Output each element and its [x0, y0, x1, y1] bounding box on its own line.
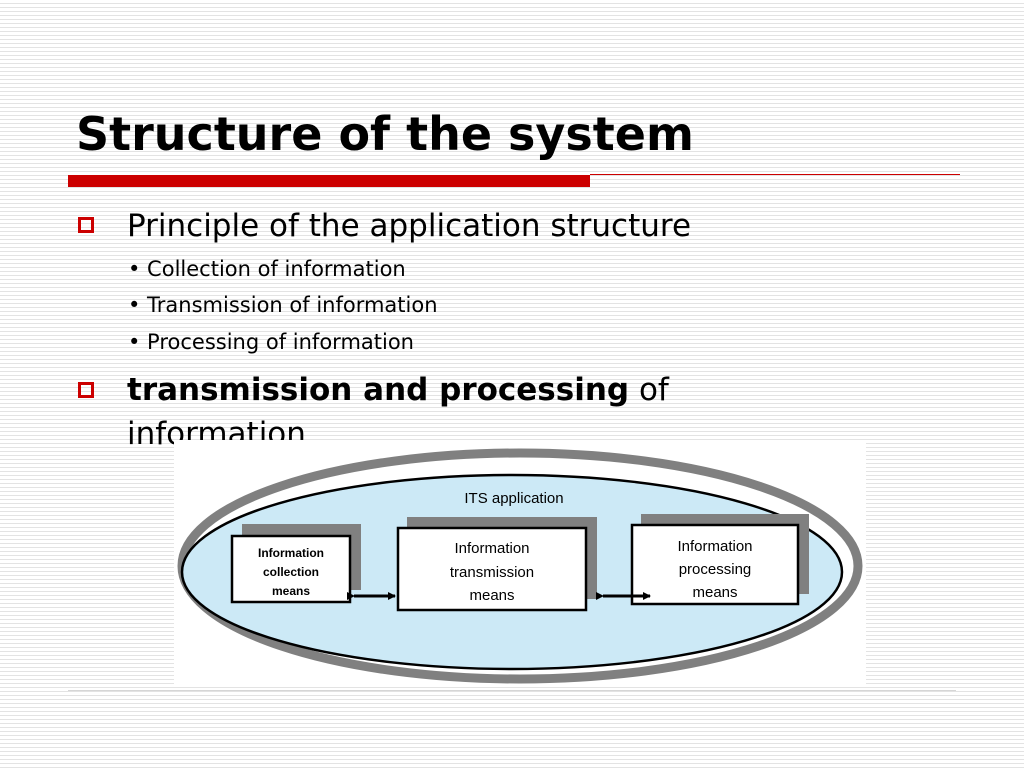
bullet-principle: Principle of the application structure [127, 208, 692, 244]
ellipse-title: ITS application [464, 490, 563, 507]
transmission-box-line1: Information [454, 540, 529, 557]
collection-means-box [230, 534, 352, 604]
bullet-transmission-processing: transmission and processing of [127, 370, 669, 410]
processing-box-line1: Information [677, 538, 752, 555]
bullet-text-after: of [629, 372, 669, 408]
collection-box-line3: means [272, 584, 310, 598]
square-bullet-icon [78, 382, 94, 398]
bullet-bold-part: transmission and processing [127, 372, 630, 408]
title-underline-thick [68, 175, 590, 187]
processing-means-box [630, 523, 800, 606]
transmission-box-line3: means [469, 587, 514, 604]
title-underline-thin [590, 174, 960, 175]
collection-box-line2: collection [263, 565, 319, 579]
sub-item-processing: • Processing of information [128, 330, 414, 354]
slide-title: Structure of the system [76, 107, 694, 161]
sub-item-transmission: • Transmission of information [128, 293, 438, 317]
processing-box-line3: means [692, 584, 737, 601]
collection-box-line1: Information [258, 546, 324, 560]
processing-box-line2: processing [679, 561, 752, 578]
its-diagram: ITS application Information collection m… [174, 440, 866, 685]
its-diagram-svg: ITS application Information collection m… [177, 448, 863, 684]
square-bullet-icon [78, 217, 94, 233]
footer-divider [68, 690, 956, 691]
sub-item-collection: • Collection of information [128, 257, 406, 281]
transmission-box-line2: transmission [450, 564, 534, 581]
transmission-means-box [396, 526, 588, 612]
